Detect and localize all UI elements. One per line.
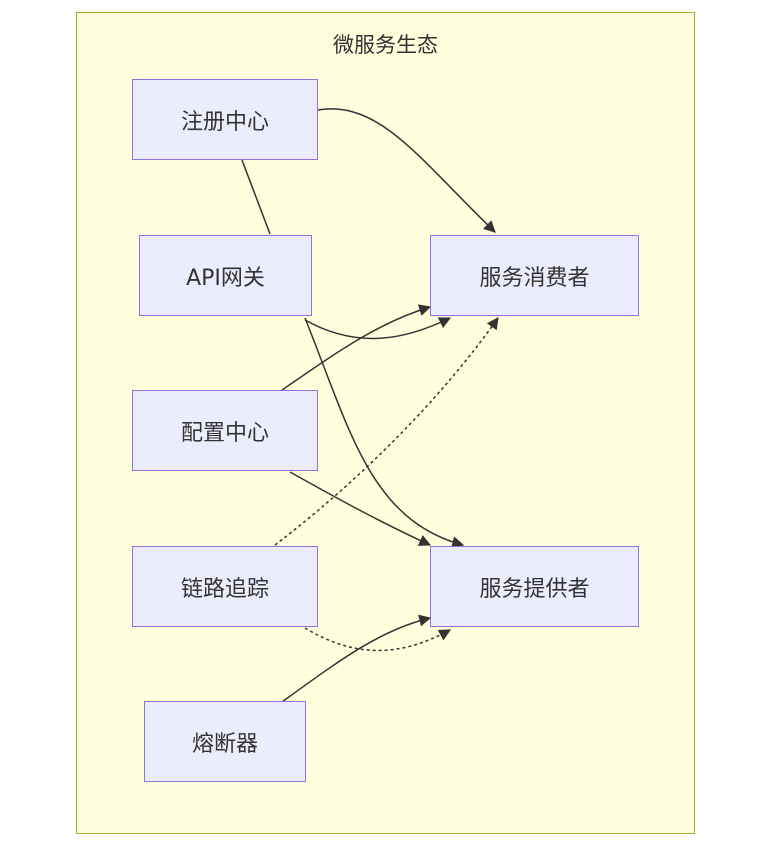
node-registry-center-label: 注册中心 (180, 109, 269, 135)
node-circuit-breaker[interactable]: 熔断器 (144, 701, 306, 782)
edge-registry-provider (241, 159, 271, 235)
node-config-center[interactable]: 配置中心 (132, 390, 318, 471)
node-circuit-breaker-label: 熔断器 (191, 731, 258, 757)
node-service-provider-label: 服务提供者 (479, 576, 590, 602)
node-service-consumer[interactable]: 服务消费者 (430, 235, 639, 316)
edge-tracing-consumer (274, 317, 499, 546)
edge-config-consumer (281, 304, 432, 391)
edge-registry-consumer (317, 108, 496, 233)
edge-breaker-provider (281, 614, 432, 703)
cluster-title: 微服务生态 (333, 33, 438, 57)
edge-gateway-consumer (304, 317, 452, 340)
edge-gateway-provider (304, 317, 465, 548)
node-config-center-label: 配置中心 (180, 420, 269, 446)
node-api-gateway[interactable]: API网关 (139, 235, 312, 316)
node-tracing[interactable]: 链路追踪 (132, 546, 318, 627)
edge-config-provider (289, 471, 432, 546)
node-service-consumer-label: 服务消费者 (479, 265, 590, 291)
node-service-provider[interactable]: 服务提供者 (430, 546, 639, 627)
node-tracing-label: 链路追踪 (180, 576, 269, 602)
node-api-gateway-label: API网关 (186, 265, 265, 291)
edge-tracing-provider (304, 627, 452, 652)
node-registry-center[interactable]: 注册中心 (132, 79, 318, 160)
